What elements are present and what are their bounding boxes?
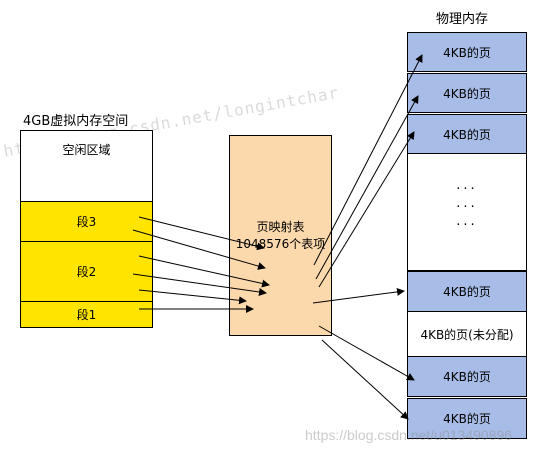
arrow-to-page-4 xyxy=(312,287,405,304)
physical-page-1-label: 4KB的页 xyxy=(443,45,491,60)
arrow-seg2-c xyxy=(138,289,247,305)
ellipsis-row-3: ··· xyxy=(456,218,478,233)
page-table-title: 页映射表 xyxy=(256,219,305,234)
physical-page-2: 4KB的页 xyxy=(407,73,527,113)
physical-page-4: 4KB的页 xyxy=(407,271,527,312)
arrow-to-page-1 xyxy=(313,54,423,266)
segment-3: 段3 xyxy=(20,201,153,242)
segment-2-label: 段2 xyxy=(76,265,97,279)
arrow-seg2-b xyxy=(132,273,267,296)
arrow-seg3-b xyxy=(132,229,266,270)
arrow-seg3-a xyxy=(138,216,265,251)
physical-page-unallocated-label: 4KB的页(未分配) xyxy=(420,327,514,342)
arrow-to-page-3 xyxy=(318,131,415,288)
arrow-to-page-6 xyxy=(318,325,415,381)
arrow-seg2-a xyxy=(138,255,270,288)
physical-page-7: 4KB的页 xyxy=(407,398,527,439)
physical-page-6-label: 4KB的页 xyxy=(443,370,491,384)
physical-page-1: 4KB的页 xyxy=(407,32,527,72)
free-area-label: 空闲区域 xyxy=(62,143,111,157)
segment-3-label: 段3 xyxy=(76,215,97,229)
physical-page-4-label: 4KB的页 xyxy=(443,285,491,299)
physical-page-7-label: 4KB的页 xyxy=(443,412,491,426)
segment-1-label: 段1 xyxy=(76,308,97,322)
physical-page-3: 4KB的页 xyxy=(407,114,527,154)
ellipsis-row-2: ··· xyxy=(456,200,478,215)
arrow-to-page-7 xyxy=(321,339,409,420)
physical-page-unallocated: 4KB的页(未分配) xyxy=(407,311,527,357)
virtual-memory-title: 4GB虚拟内存空间 xyxy=(23,114,129,129)
footer-watermark: https://blog.csdn.net/u013490896 xyxy=(305,427,513,443)
physical-gap xyxy=(407,153,527,271)
physical-page-3-label: 4KB的页 xyxy=(443,127,491,142)
physical-page-6: 4KB的页 xyxy=(407,356,527,397)
arrow-to-page-2 xyxy=(315,95,419,280)
ellipsis-row-1: ··· xyxy=(456,182,478,197)
segment-1: 段1 xyxy=(20,301,153,328)
physical-page-2-label: 4KB的页 xyxy=(443,86,491,101)
physical-memory-title: 物理内存 xyxy=(436,12,489,27)
